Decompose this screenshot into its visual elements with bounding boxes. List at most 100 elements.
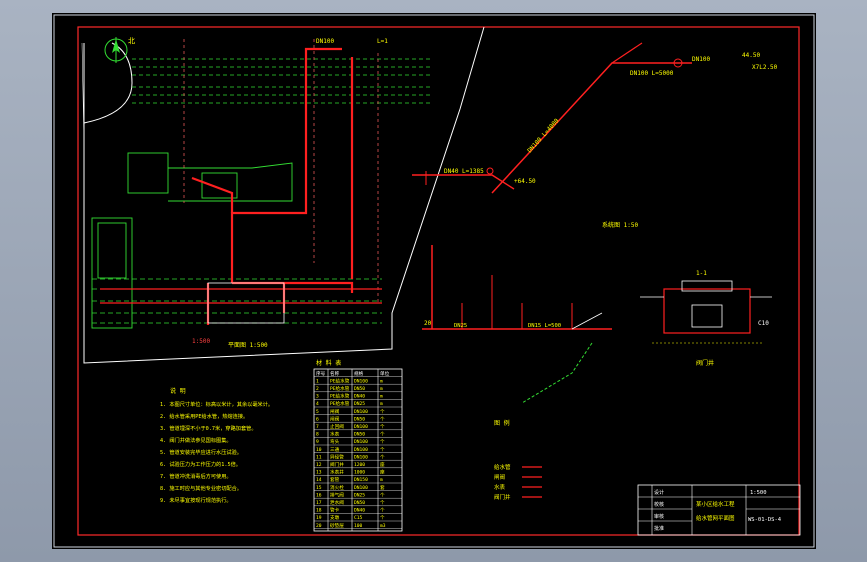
- top-grid-lines: [132, 58, 432, 104]
- lower-grid-lines: [92, 278, 382, 324]
- cad-drawing: 北: [53, 14, 815, 548]
- table-header-cell: 名称: [330, 370, 340, 377]
- table-cell: DN100: [354, 447, 368, 453]
- tb-drawing: 给水管网平面图: [696, 514, 735, 522]
- table-cell: 个: [380, 492, 385, 498]
- table-cell: DN100: [354, 485, 368, 491]
- north-arrow: 北: [104, 37, 135, 63]
- site-boundary: [83, 26, 485, 364]
- table-cell: 闸阀: [330, 408, 340, 415]
- note-line: 7. 管道冲洗消毒后方可使用。: [160, 472, 232, 480]
- slope-pipe-label-2: DN100 L=4000: [526, 117, 560, 154]
- note-line: 6. 试验压力为工作压力的1.5倍。: [160, 460, 241, 468]
- valve-chamber-detail: 1-1 C10 阀门井: [640, 270, 772, 367]
- table-cell: 12: [316, 462, 322, 468]
- table-cell: m: [380, 395, 383, 400]
- table-cell: 套: [380, 484, 385, 491]
- legend-caption: 图 例: [494, 419, 510, 427]
- road-curve: [83, 42, 133, 124]
- legend-item: 闸阀: [494, 473, 505, 481]
- table-cell: 8: [316, 432, 319, 438]
- table-cell: 个: [380, 447, 385, 453]
- table-cell: 座: [380, 461, 385, 468]
- table-cell: 个: [380, 500, 385, 506]
- table-cell: 1000: [354, 470, 365, 476]
- table-cell: DN50: [354, 416, 365, 422]
- notes-title: 说 明: [170, 387, 186, 395]
- cad-viewport[interactable]: 北: [52, 13, 816, 549]
- drawing-number: WS-01-DS-4: [748, 517, 782, 523]
- table-cell: 16: [316, 492, 322, 498]
- table-cell: 10: [316, 447, 322, 453]
- plan-pipes-thin: [100, 282, 382, 324]
- table-cell: 闸阀: [330, 415, 340, 422]
- table-cell: DN100: [354, 378, 368, 384]
- table-cell: 20: [316, 523, 322, 529]
- table-cell: 止回阀: [330, 423, 344, 430]
- tb-row: 设计: [654, 489, 664, 496]
- table-cell: 水表: [330, 431, 340, 438]
- table-cell: 弯头: [330, 438, 340, 445]
- table-cell: DN25: [354, 492, 365, 498]
- table-cell: DN50: [354, 386, 365, 392]
- table-cell: 个: [380, 424, 385, 430]
- table-cell: 个: [380, 508, 385, 514]
- viewport-border: [53, 14, 815, 548]
- sheet-frame: [77, 26, 800, 536]
- detail-caption: 阀门井: [696, 359, 714, 367]
- table-cell: 6: [316, 416, 319, 422]
- table-cell: 套管: [330, 476, 340, 483]
- top-right-pipe: DN100: [692, 56, 710, 63]
- table-cell: PE给水管: [330, 393, 350, 400]
- road-edge: [81, 42, 85, 144]
- table-cell: 异径管: [330, 453, 344, 460]
- note-line: 4. 阀门井做法参见国标图集。: [160, 436, 232, 444]
- table-cell: 个: [380, 432, 385, 438]
- table-cell: DN25: [354, 401, 365, 407]
- table-cell: 13: [316, 470, 322, 476]
- section-title: 1-1: [696, 270, 707, 277]
- table-cell: PE给水管: [330, 385, 350, 392]
- table-cell: 5: [316, 409, 319, 415]
- table-cell: DN100: [354, 454, 368, 460]
- mid-pipe-label: DN40 L=1385: [444, 168, 484, 175]
- table-header-cell: 单位: [380, 370, 390, 377]
- table-title: 材 料 表: [316, 359, 341, 367]
- legend-item: 给水管: [494, 463, 511, 471]
- table-cell: 三通: [330, 446, 340, 453]
- table-cell: 19: [316, 515, 322, 521]
- table-header-cell: 序号: [316, 370, 326, 377]
- note-line: 9. 未尽事宜按现行规范执行。: [160, 496, 232, 504]
- table-cell: 水表井: [330, 469, 344, 476]
- slope-pipe-label-1: DN100 L=5000: [630, 70, 674, 77]
- table-cell: 阀门井: [330, 461, 344, 468]
- table-cell: DN40: [354, 508, 365, 514]
- table-cell: DN50: [354, 432, 365, 438]
- tb-row: 校核: [654, 501, 664, 508]
- table-cell: 1: [316, 378, 319, 384]
- mid-level-label: +64.50: [514, 178, 536, 185]
- table-cell: 个: [380, 439, 385, 445]
- table-cell: 个: [380, 454, 385, 460]
- note-line: 5. 管道安装完毕应进行水压试验。: [160, 448, 242, 456]
- profile-level: 20: [424, 320, 432, 327]
- table-cell: 1200: [354, 462, 365, 468]
- site-scale-label: 1:500: [192, 338, 210, 345]
- legend: 图 例 给水管 闸阀 水表 阀门井: [494, 419, 542, 501]
- table-cell: 泄水阀: [330, 499, 344, 506]
- table-cell: 14: [316, 477, 322, 483]
- top-right-level: 44.50: [742, 52, 760, 59]
- table-cell: 9: [316, 439, 319, 445]
- table-cell: DN50: [354, 500, 365, 506]
- table-cell: 100: [354, 523, 363, 529]
- table-cell: 个: [380, 515, 385, 521]
- profile-view: 20 DN25 DN15 L=500: [422, 245, 612, 404]
- tb-row: 批准: [654, 525, 664, 532]
- note-line: 8. 施工时应与其他专业密切配合。: [160, 484, 242, 492]
- table-cell: 砂垫层: [330, 522, 344, 529]
- profile-label-a: DN25: [454, 323, 467, 329]
- section-side-label: C10: [758, 320, 769, 327]
- table-cell: m: [380, 387, 383, 392]
